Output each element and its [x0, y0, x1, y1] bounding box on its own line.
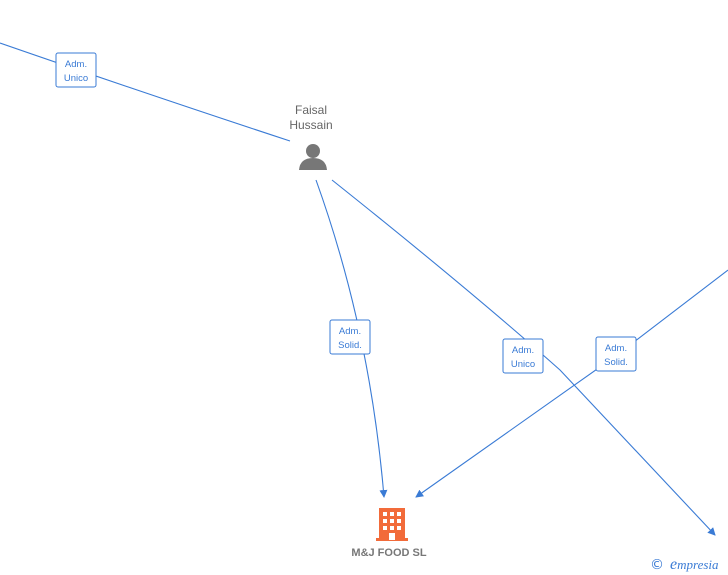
- brand-logo: empresia: [670, 556, 719, 573]
- building-icon: [376, 508, 408, 541]
- copyright-symbol: ©: [650, 557, 664, 573]
- person-name-line1: Faisal: [295, 103, 327, 117]
- edge-label-line2: Unico: [64, 73, 88, 84]
- person-node[interactable]: Faisal Hussain: [289, 103, 333, 170]
- edge-label-line1: Adm.: [339, 326, 361, 337]
- edge-adm-unico-person-right: [331, 179, 716, 536]
- edge-label-adm-solid-left[interactable]: Adm. Solid.: [329, 319, 371, 355]
- edge-label-line2: Solid.: [338, 340, 362, 351]
- edge-label-adm-solid-right[interactable]: Adm. Solid.: [595, 336, 637, 372]
- company-name: M&J FOOD SL: [351, 547, 426, 559]
- edge-label-line2: Solid.: [604, 357, 628, 368]
- company-node[interactable]: M&J FOOD SL: [351, 508, 427, 559]
- person-icon: [299, 144, 327, 170]
- brand-footer: © empresia: [650, 556, 719, 573]
- edge-adm-unico-top: [0, 42, 291, 142]
- edge-label-line2: Unico: [511, 359, 535, 370]
- edge-label-line1: Adm.: [605, 343, 627, 354]
- edge-label-adm-unico-middle[interactable]: Adm. Unico: [502, 338, 544, 374]
- person-name-line2: Hussain: [289, 118, 332, 132]
- edge-label-line1: Adm.: [512, 345, 534, 356]
- edge-label-adm-unico-top[interactable]: Adm. Unico: [55, 52, 97, 88]
- edge-label-line1: Adm.: [65, 59, 87, 70]
